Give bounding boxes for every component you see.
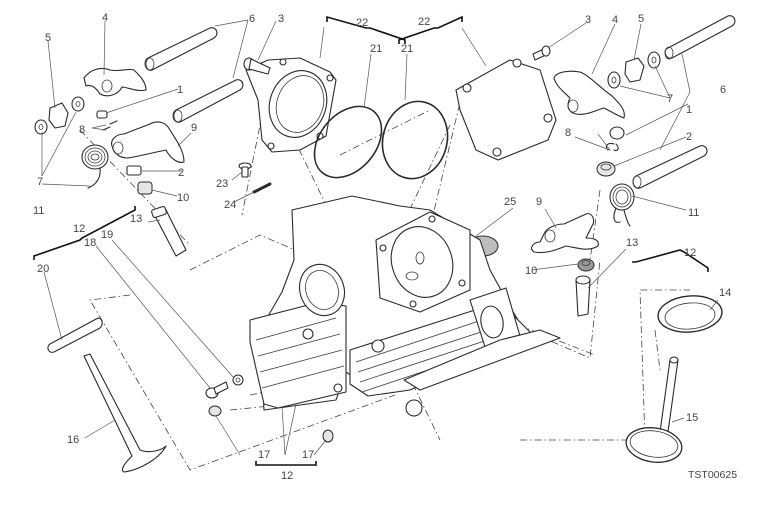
inspection-cover-22-right: [455, 58, 557, 161]
exhaust-valve-16: [83, 353, 167, 473]
valve-seal-10-left: [137, 181, 153, 195]
return-spring-11-left: [81, 144, 109, 189]
callout-13-right: 13: [626, 237, 638, 249]
callout-25: 25: [504, 196, 516, 208]
screw-18: [205, 381, 229, 399]
callout-1-left: 1: [177, 84, 183, 96]
callout-17-b: 17: [302, 449, 314, 461]
valve-seat-14: [657, 295, 723, 333]
callout-11-right: 11: [688, 207, 699, 219]
callout-4-right: 4: [612, 14, 618, 26]
callout-labels: 4 5 6 3 1 8 9 7 2 10 11 13 12 18 19 20 1…: [33, 12, 737, 482]
callout-7-right: 7: [667, 93, 673, 105]
callout-10-right: 10: [525, 265, 537, 277]
washer-7-left-b: [71, 96, 85, 112]
callout-18: 18: [84, 237, 96, 249]
callout-5-right: 5: [638, 13, 644, 25]
plug-17-a: [208, 405, 222, 417]
callout-20: 20: [37, 263, 49, 275]
callout-7-left: 7: [37, 176, 43, 188]
callout-24: 24: [224, 199, 236, 211]
callout-15: 15: [686, 412, 698, 424]
callout-2-right: 2: [686, 131, 692, 143]
valve-guide-13-right: [575, 279, 591, 317]
callout-10-left: 10: [177, 192, 189, 204]
callout-23: 23: [216, 178, 228, 190]
washer-7-right-b: [647, 51, 661, 69]
callout-21-right: 21: [401, 43, 413, 55]
pin-24: [252, 182, 272, 194]
rocker-arm-9-right: [531, 213, 599, 254]
callout-8-left: 8: [79, 124, 85, 136]
callout-12-left: 12: [73, 223, 85, 235]
callout-22-right: 22: [418, 16, 430, 28]
callout-8-right: 8: [565, 127, 571, 139]
rocker-shaft-6-left-upper: [144, 27, 218, 71]
callout-1-right: 1: [686, 104, 692, 116]
valve-guide-13-left: [153, 209, 187, 257]
callout-17-a: 17: [258, 449, 270, 461]
callout-5-left: 5: [45, 32, 51, 44]
leader-lines: [41, 19, 719, 456]
callout-4-left: 4: [102, 12, 108, 24]
screw-3-right: [532, 45, 551, 61]
screw-23: [238, 162, 252, 178]
callout-19: 19: [101, 229, 113, 241]
callout-21-left: 21: [370, 43, 382, 55]
callout-9-right: 9: [536, 196, 542, 208]
valve-cap-1-right: [609, 126, 625, 140]
rocker-arm-9-left: [111, 121, 185, 163]
washer-7-right-a: [607, 71, 621, 89]
washer-7-left-a: [34, 119, 48, 135]
callout-6-left: 6: [249, 13, 255, 25]
rocker-arm-4-right: [553, 70, 625, 119]
callout-22-left: 22: [356, 17, 368, 29]
assembly-brackets: [33, 15, 709, 466]
washer-19: [232, 374, 244, 386]
left-rocker-group: [34, 27, 244, 257]
callout-16: 16: [67, 434, 79, 446]
callout-14: 14: [719, 287, 731, 299]
callout-13-left: 13: [130, 213, 142, 225]
spacer-5-left: [48, 102, 69, 129]
rocker-shaft-6-right-lower: [632, 145, 708, 189]
screw-3-left: [243, 57, 271, 75]
rocker-shaft-6-right-upper: [664, 15, 736, 59]
o-ring-21-left: [313, 105, 383, 179]
rocker-arm-4-left: [83, 67, 147, 97]
valve-cap-1-left: [96, 110, 108, 119]
callout-3-left: 3: [278, 13, 284, 25]
spacer-5-right: [624, 57, 645, 83]
o-ring-21-right: [381, 100, 449, 180]
callout-2-left: 2: [178, 167, 184, 179]
callout-9-left: 9: [191, 122, 197, 134]
return-spring-11-right: [609, 183, 635, 227]
half-ring-2-left: [126, 165, 142, 176]
intake-valve-15: [625, 356, 683, 463]
plug-17-b: [322, 429, 334, 443]
cylinder-head-12: [249, 195, 561, 417]
callout-11-left: 11: [33, 205, 44, 217]
inspection-cover-22-left: [245, 57, 337, 153]
callout-6-right: 6: [720, 84, 726, 96]
stud-20: [47, 317, 103, 353]
callout-12-bottom: 12: [281, 470, 293, 482]
rocker-shaft-6-left-lower: [172, 79, 244, 123]
callout-3-right: 3: [585, 14, 591, 26]
right-rocker-group: [531, 15, 736, 317]
drawing-code: TST00625: [688, 469, 737, 481]
callout-12-right: 12: [684, 247, 696, 259]
